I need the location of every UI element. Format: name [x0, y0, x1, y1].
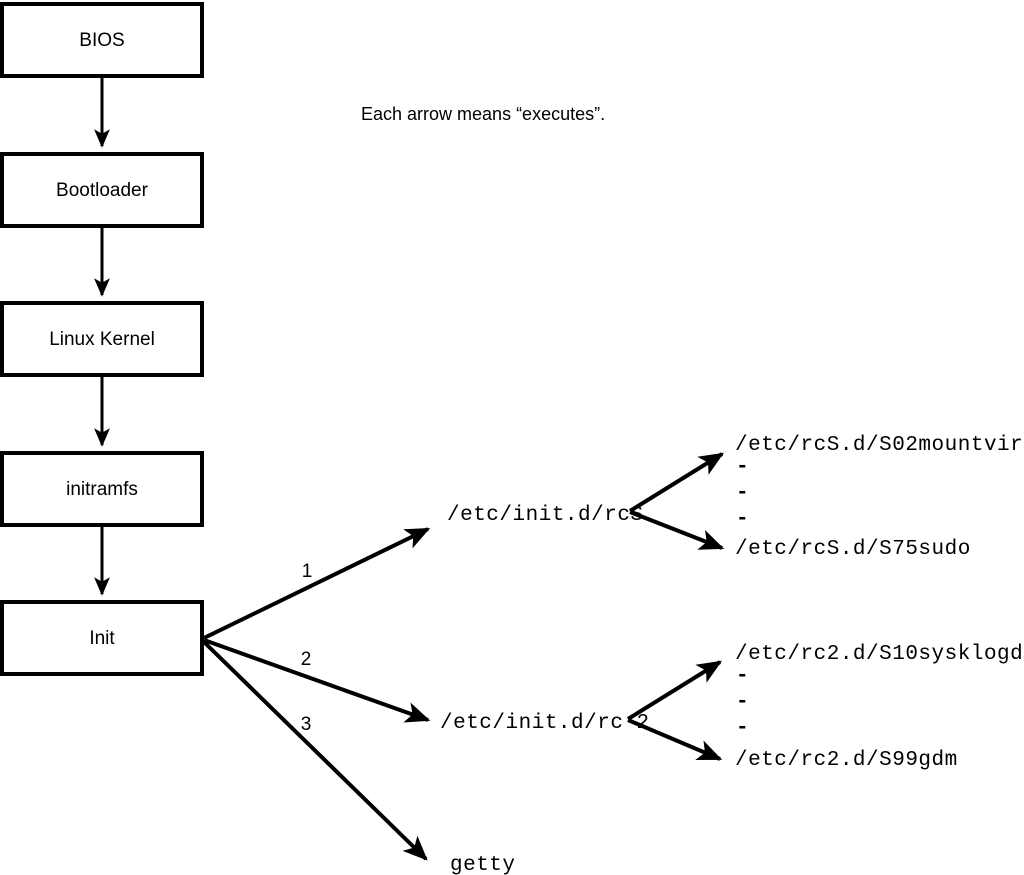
branch-number-1: 1 — [302, 561, 313, 582]
rcs-ellipsis-dash-3: - — [736, 508, 749, 531]
rc2-ellipsis-dash-1: - — [736, 665, 749, 688]
branch-target-labels: /etc/init.d/rcS /etc/init.d/rc 2 getty — [440, 504, 650, 875]
boot-chain-group: BIOS Bootloader Linux Kernel initramfs I… — [0, 2, 204, 676]
label-init-d-rcs: /etc/init.d/rcS — [447, 504, 644, 527]
box-init-label: Init — [89, 628, 115, 649]
label-getty: getty — [450, 854, 516, 875]
arrow-rc2-to-last-script — [627, 718, 723, 761]
rcs-ellipsis-dash-1: - — [736, 456, 749, 479]
rc2-scripts-group: /etc/rc2.d/S10sysklogd - - - /etc/rc2.d/… — [626, 643, 1023, 772]
box-kernel-label: Linux Kernel — [49, 329, 155, 350]
rcs-scripts-group: /etc/rcS.d/S02mountvirtfs - - - /etc/rcS… — [628, 434, 1024, 561]
box-bootloader-label: Bootloader — [56, 180, 149, 201]
caption-text: Each arrow means “executes”. — [361, 104, 605, 124]
box-initramfs: initramfs — [0, 451, 204, 527]
box-bootloader: Bootloader — [0, 152, 204, 228]
rc2-ellipsis-dash-2: - — [736, 691, 749, 714]
rcs-ellipsis-dash-2: - — [736, 482, 749, 505]
box-initramfs-label: initramfs — [66, 479, 138, 500]
arrow-rcs-to-last-script — [629, 510, 725, 550]
init-branch-arrows: 1 2 3 — [202, 527, 431, 861]
arrow-init-to-rc2 — [203, 638, 431, 723]
box-bios: BIOS — [0, 2, 204, 78]
branch-number-3: 3 — [301, 714, 312, 735]
arrow-init-to-rcs — [203, 527, 431, 640]
arrow-rcs-to-first-script — [628, 452, 725, 513]
label-rc2-first-script: /etc/rc2.d/S10sysklogd — [735, 643, 1023, 666]
arrow-init-to-getty — [202, 640, 428, 861]
arrow-rc2-to-first-script — [626, 660, 723, 721]
label-init-d-rc2: /etc/init.d/rc 2 — [440, 712, 650, 735]
box-init: Init — [0, 600, 204, 676]
box-kernel: Linux Kernel — [0, 301, 204, 377]
label-rc2-last-script: /etc/rc2.d/S99gdm — [735, 749, 958, 772]
box-bios-label: BIOS — [79, 30, 124, 51]
rc2-ellipsis-dash-3: - — [736, 717, 749, 740]
label-rcs-last-script: /etc/rcS.d/S75sudo — [735, 538, 971, 561]
branch-number-2: 2 — [301, 649, 312, 670]
label-rcs-first-script: /etc/rcS.d/S02mountvirtfs — [735, 434, 1024, 457]
